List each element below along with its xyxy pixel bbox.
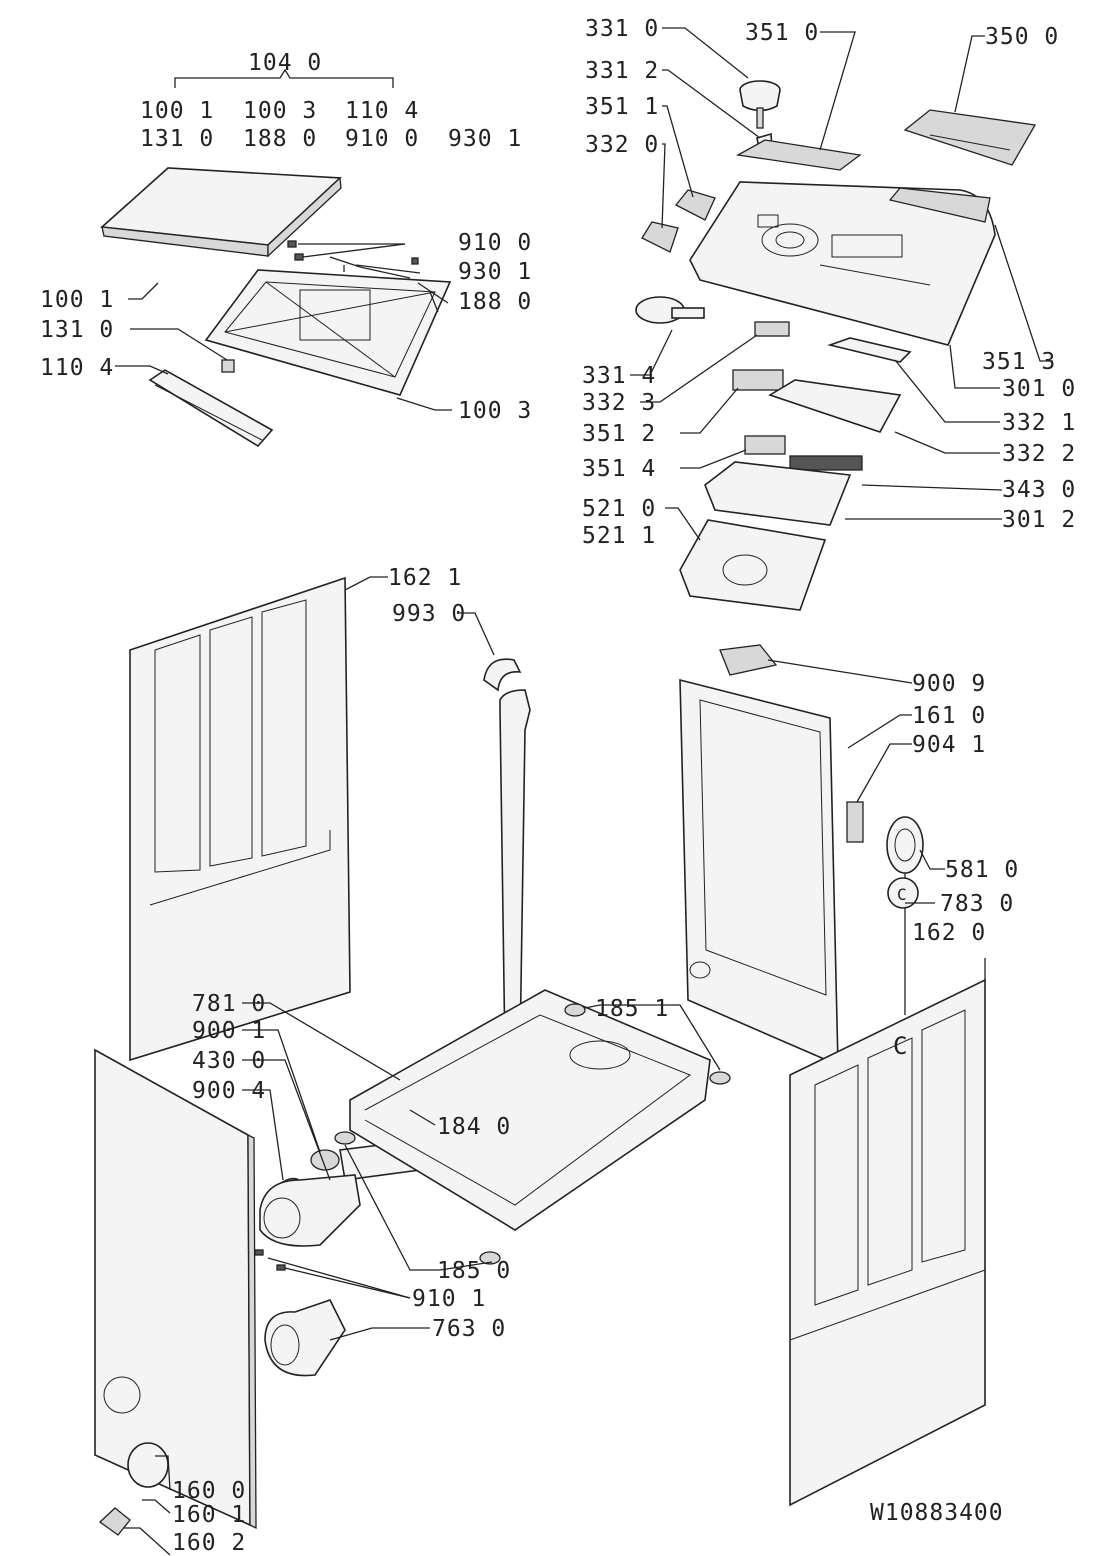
callout-351-4: 351 4 [582,456,656,482]
callout-332-1: 332 1 [1002,410,1076,436]
callout-581-0: 581 0 [945,857,1019,883]
callout-332-0: 332 0 [585,132,659,158]
callout-781-0: 781 0 [192,991,266,1017]
connector-marker-lower: C [893,1032,908,1060]
group-row2-c: 910 0 [345,126,419,152]
callout-993-0: 993 0 [392,601,466,627]
callout-351-3: 351 3 [982,349,1056,375]
callout-185-0: 185 0 [437,1258,511,1284]
callout-351-2: 351 2 [582,421,656,447]
callout-521-1: 521 1 [582,523,656,549]
callout-185-1: 185 1 [595,996,669,1022]
callout-910-0: 910 0 [458,230,532,256]
callout-100-1: 100 1 [40,287,114,313]
callout-904-1: 904 1 [912,732,986,758]
callout-162-0: 162 0 [912,920,986,946]
callout-332-3: 332 3 [582,390,656,416]
top-frame-part [204,269,452,396]
callout-160-0: 160 0 [172,1478,246,1504]
callout-350-0: 350 0 [985,24,1059,50]
dial-disc-part [635,296,790,337]
base-frame-part [349,989,711,1231]
callout-332-2: 332 2 [1002,441,1076,467]
callout-162-1: 162 1 [388,565,462,591]
group-row2-d: 930 1 [448,126,522,152]
connector-marker-upper: C [897,885,908,904]
callout-930-1: 930 1 [458,259,532,285]
drawing-number: W10883400 [870,1500,1004,1526]
callout-900-4: 900 4 [192,1078,266,1104]
callout-351-1: 351 1 [585,94,659,120]
callout-521-0: 521 0 [582,496,656,522]
callout-131-0: 131 0 [40,317,114,343]
callout-188-0: 188 0 [458,289,532,315]
leader-lines [115,27,1053,1556]
callout-331-4: 331 4 [582,363,656,389]
top-lid-part [100,167,342,258]
callout-331-0: 331 0 [585,16,659,42]
callout-910-1: 910 1 [412,1286,486,1312]
control-module-parts [679,337,912,611]
pump-assembly-parts [98,1174,361,1536]
callout-783-0: 783 0 [940,891,1014,917]
control-console-part [689,181,996,346]
callout-161-0: 161 0 [912,703,986,729]
callout-763-0: 763 0 [432,1316,506,1342]
front-trim-part [148,359,274,448]
bracket-parts [641,139,991,253]
callout-160-2: 160 2 [172,1530,246,1556]
group-row2-b: 188 0 [243,126,317,152]
group-row2-a: 131 0 [140,126,214,152]
callout-900-9: 900 9 [912,671,986,697]
group-label-104-0: 104 0 [248,50,322,76]
callout-100-3: 100 3 [458,398,532,424]
callout-343-0: 343 0 [1002,477,1076,503]
left-side-panel-part [129,576,351,1062]
rear-panel-part [679,644,839,1067]
right-side-panel-part [789,978,986,1507]
group-row1-c: 110 4 [345,98,419,124]
callout-900-1: 900 1 [192,1018,266,1044]
callout-351-0: 351 0 [745,20,819,46]
callout-331-2: 331 2 [585,58,659,84]
leveling-feet-parts [334,1003,731,1265]
group-row1-a: 100 1 [140,98,214,124]
front-panel-part [94,1048,257,1530]
callout-301-2: 301 2 [1002,507,1076,533]
callout-110-4: 110 4 [40,355,114,381]
display-board-part [903,109,1037,166]
callout-301-0: 301 0 [1002,376,1076,402]
callout-430-0: 430 0 [192,1048,266,1074]
group-row1-b: 100 3 [243,98,317,124]
callout-184-0: 184 0 [437,1114,511,1140]
callout-labels: 104 0 100 1 100 3 110 4 131 0 188 0 910 … [40,16,1076,1556]
callout-160-1: 160 1 [172,1502,246,1528]
